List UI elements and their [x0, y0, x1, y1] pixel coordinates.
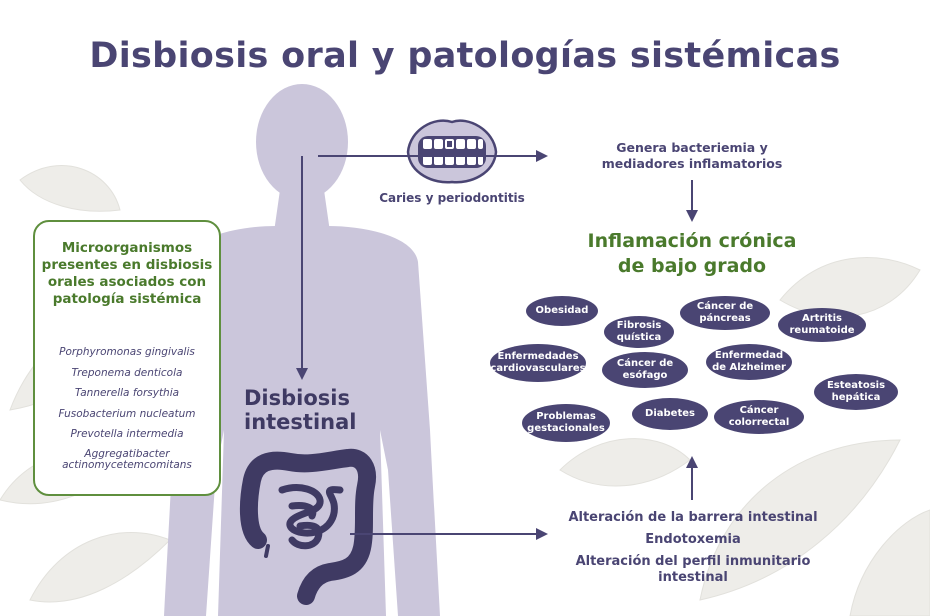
- microorganism-item: Porphyromonas gingivalis: [59, 346, 195, 358]
- disbiosis-label-line-2: intestinal: [244, 410, 357, 434]
- inflammation-heading-line-2: de bajo grado: [617, 255, 767, 277]
- disease-oval-cancer-pancreas: Cáncer de páncreas: [680, 296, 770, 330]
- gut-effect-item: Alteración del perfil inmunitario intest…: [575, 554, 811, 585]
- disease-oval-diabetes: Diabetes: [632, 398, 708, 430]
- disease-oval-fibrosis: Fibrosis quística: [604, 316, 674, 348]
- microorganism-item: Tannerella forsythia: [74, 387, 180, 400]
- bacteremia-text: Genera bacteriemia y mediadores inflamat…: [592, 140, 792, 172]
- disease-oval-esteatosis: Esteatosis hepática: [814, 374, 898, 410]
- disbiosis-intestinal-label: Disbiosis intestinal: [244, 386, 364, 434]
- microorganism-item: Aggregatibacter actinomycetemcomitans: [62, 447, 192, 471]
- disease-oval-gestacionales: Problemas gestacionales: [522, 404, 610, 442]
- inflammation-heading: Inflamación crónica de bajo grado: [572, 229, 812, 279]
- disease-oval-obesidad: Obesidad: [526, 296, 598, 326]
- microorganism-item: Prevotella intermedia: [70, 428, 184, 441]
- microorganism-item: Fusobacterium nucleatum: [58, 407, 196, 420]
- mouth-illustration: [406, 119, 498, 184]
- intestine-illustration: [239, 448, 376, 605]
- disease-oval-cancer-esofago: Cáncer de esófago: [602, 352, 688, 388]
- microorganisms-list: Porphyromonas gingivalis Treponema denti…: [41, 346, 213, 480]
- inflammation-heading-line-1: Inflamación crónica: [587, 230, 797, 252]
- disease-oval-artritis: Artritis reumatoide: [778, 308, 866, 342]
- gut-effect-item: Endotoxemia: [645, 532, 741, 547]
- microorganisms-box: Microorganismos presentes en disbiosis o…: [33, 220, 221, 496]
- microorganism-item: Treponema denticola: [71, 366, 183, 379]
- flow-arrows: [296, 150, 698, 540]
- microorganisms-title: Microorganismos presentes en disbiosis o…: [41, 240, 213, 307]
- gut-effects-list: Alteración de la barrera intestinal Endo…: [540, 510, 846, 592]
- gut-effect-item: Alteración de la barrera intestinal: [568, 510, 818, 525]
- disbiosis-label-line-1: Disbiosis: [244, 386, 350, 410]
- mouth-caption: Caries y periodontitis: [379, 191, 525, 205]
- disease-oval-alzheimer: Enfermedad de Alzheimer: [706, 344, 792, 380]
- bacteremia-line-1: Genera bacteriemia y: [616, 140, 768, 155]
- decorative-leaves: [0, 165, 930, 616]
- disease-oval-cardiovasculares: Enfermedades cardiovasculares: [490, 344, 586, 382]
- disease-oval-cancer-colorrectal: Cáncer colorrectal: [714, 400, 804, 434]
- page-title: Disbiosis oral y patologías sistémicas: [89, 36, 841, 76]
- bacteremia-line-2: mediadores inflamatorios: [601, 156, 783, 171]
